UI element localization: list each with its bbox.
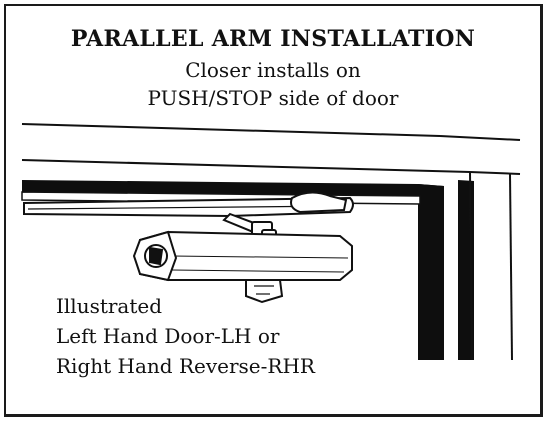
page-title: PARALLEL ARM INSTALLATION [70,26,476,52]
door-jamb [418,180,474,360]
caption-line-1: Illustrated [56,294,163,318]
subtitle-line-1: Closer installs on [185,58,361,82]
caption-line-2: Left Hand Door-LH or [56,324,280,348]
door-jamb-outline [469,171,513,361]
caption-line-3: Right Hand Reverse-RHR [56,354,315,378]
closer-body [132,230,353,304]
door-frame-header [21,123,521,175]
outer-border [4,4,543,417]
subtitle-line-2: PUSH/STOP side of door [147,86,399,110]
